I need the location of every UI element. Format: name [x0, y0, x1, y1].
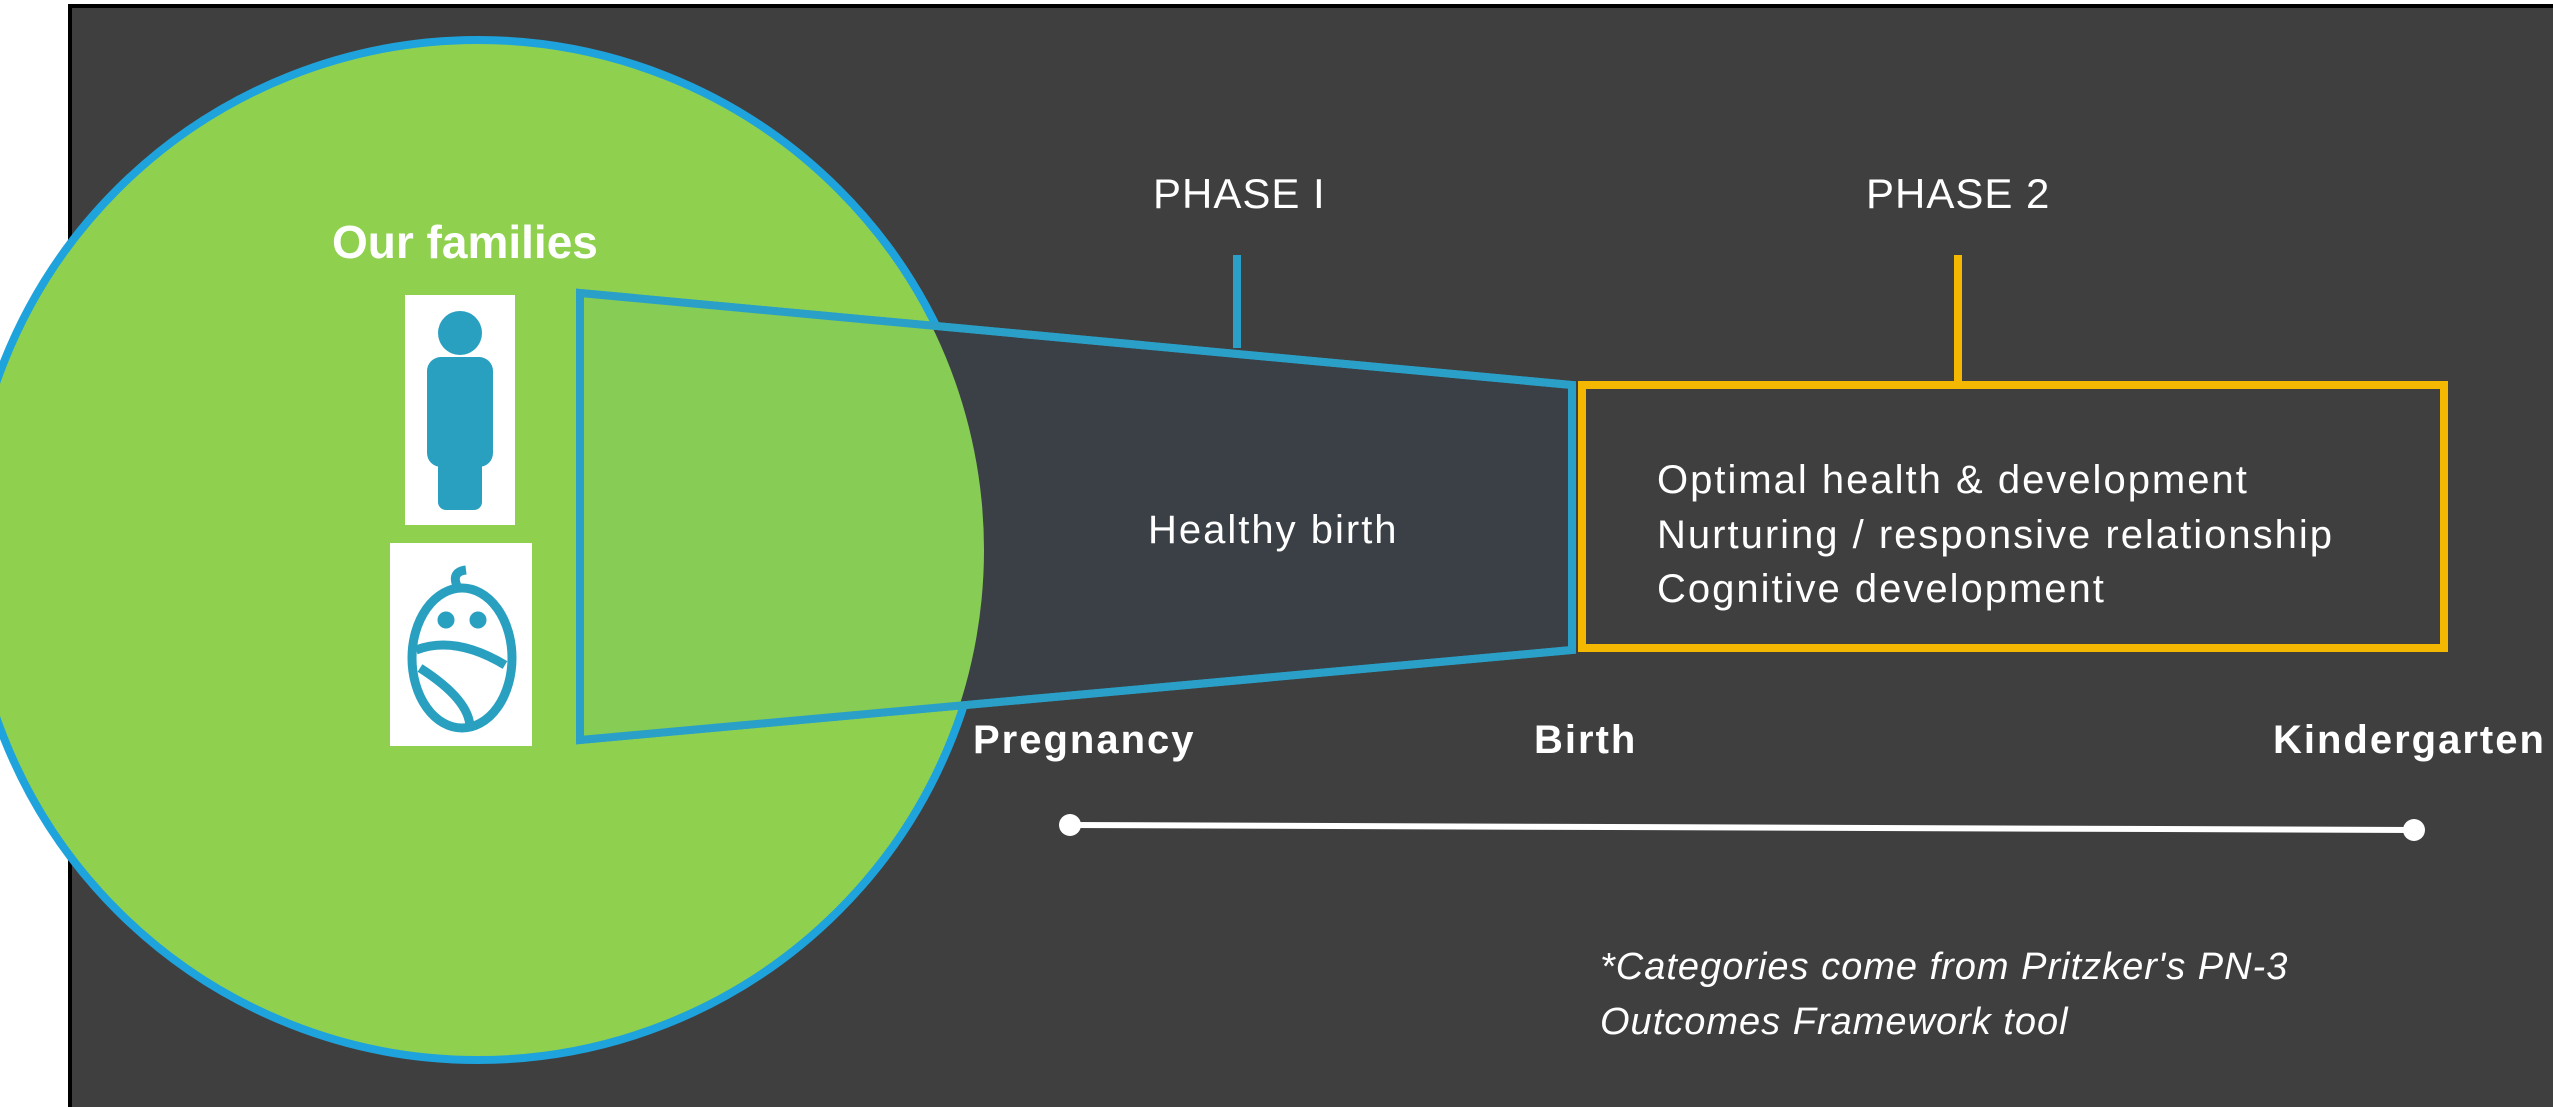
footnote-line-1: *Categories come from Pritzker's PN-3	[1600, 946, 2289, 988]
milestone-birth: Birth	[1534, 718, 1638, 762]
swaddled-baby-icon	[407, 565, 517, 733]
timeline-start-dot	[1059, 814, 1081, 836]
phase1-outcome: Healthy birth	[1148, 508, 1399, 552]
phase2-box	[1578, 381, 2448, 652]
milestone-kindergarten: Kindergarten	[2273, 718, 2546, 762]
person-icon	[427, 311, 493, 510]
phase1-label: PHASE I	[1153, 170, 1326, 217]
top-margin	[0, 0, 2553, 4]
phase2-outcome-1: Optimal health & development	[1657, 458, 2249, 502]
footnote-line-2: Outcomes Framework tool	[1600, 1001, 2069, 1043]
phase1-funnel-outline	[576, 288, 1576, 745]
phase1-funnel-overlap	[580, 293, 984, 740]
phase2-outcome-3: Cognitive development	[1657, 567, 2106, 611]
timeline-line	[1069, 822, 2415, 833]
timeline-end-dot	[2403, 819, 2425, 841]
milestone-pregnancy: Pregnancy	[973, 718, 1196, 762]
families-label: Our families	[332, 216, 598, 268]
phase2-outcome-2: Nurturing / responsive relationship	[1657, 513, 2334, 557]
phase2-label: PHASE 2	[1866, 170, 2051, 217]
